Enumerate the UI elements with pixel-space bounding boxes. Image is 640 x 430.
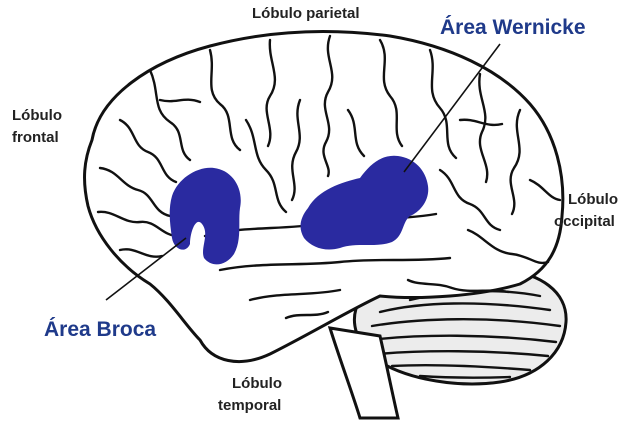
temporal-lobe-label-line2: temporal	[218, 397, 281, 414]
temporal-lobe-label-line1: Lóbulo	[232, 375, 282, 392]
parietal-lobe-label: Lóbulo parietal	[252, 5, 360, 22]
broca-area-region	[169, 167, 241, 265]
frontal-lobe-label-line2: frontal	[12, 129, 59, 146]
brain-stem	[327, 326, 400, 420]
broca-leader-line	[105, 237, 187, 301]
wernicke-area-region	[300, 155, 429, 250]
broca-area-label: Área Broca	[44, 318, 156, 341]
wernicke-leader-line	[403, 43, 501, 173]
wernicke-area-label: Área Wernicke	[440, 16, 586, 39]
occipital-lobe-label-line1: Lóbulo	[568, 191, 618, 208]
occipital-lobe-label-line2: occipital	[554, 213, 615, 230]
frontal-lobe-label-line1: Lóbulo	[12, 107, 62, 124]
leader-lines	[105, 43, 501, 301]
